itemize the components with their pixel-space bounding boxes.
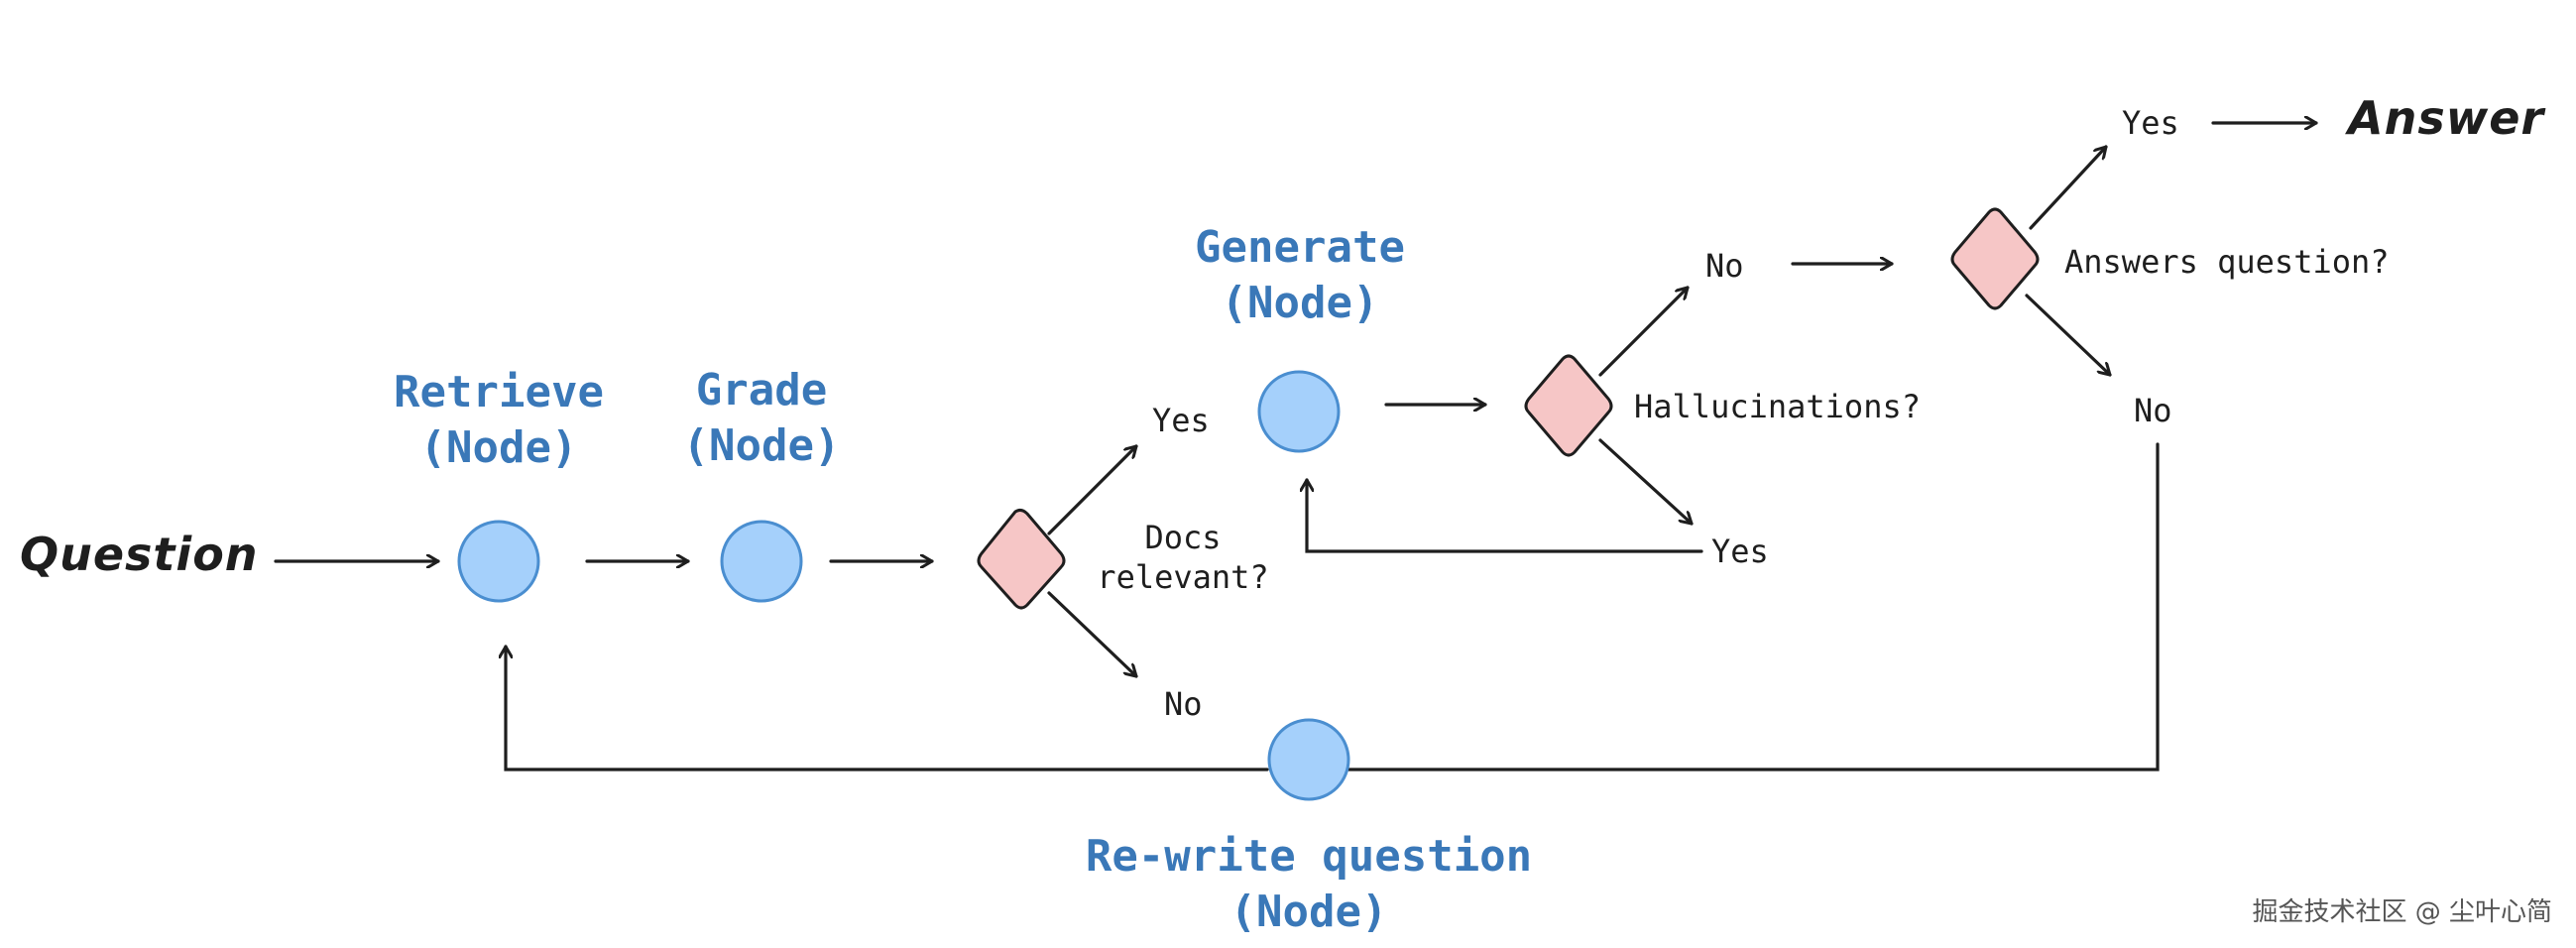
answers-question-yes-label: Yes [2122, 104, 2179, 142]
retrieve-node-circle[interactable] [457, 520, 540, 603]
hallucinations-yes-label: Yes [1711, 533, 1769, 570]
retrieve-node-label: Retrieve (Node) [370, 365, 628, 476]
arrow-hallucinations-no [1598, 286, 1690, 377]
hallucinations-question: Hallucinations? [1634, 388, 1921, 425]
answers-question-no-label: No [2134, 392, 2172, 429]
arrow-answers-question-yes [2029, 145, 2108, 230]
docs-relevant-no-label: No [1164, 685, 1203, 723]
grade-node-title: Grade [695, 365, 828, 415]
docs-relevant-yes-label: Yes [1152, 402, 1210, 439]
grade-node-circle[interactable] [720, 520, 803, 603]
generate-node-label: Generate (Node) [1156, 220, 1444, 331]
docs-relevant-question: Docs relevant? [1089, 518, 1277, 597]
grade-node-subtitle: (Node) [682, 420, 841, 471]
retrieve-node-subtitle: (Node) [419, 422, 578, 473]
docs-relevant-question-line2: relevant? [1097, 558, 1269, 596]
arrow-docs-relevant-no [1047, 591, 1138, 678]
docs-relevant-decision-diamond[interactable] [977, 508, 1066, 610]
answers-question-decision-diamond[interactable] [1950, 207, 2040, 310]
arrow-answers-question-no [2025, 294, 2112, 377]
rewrite-node-circle[interactable] [1267, 718, 1350, 801]
arrow-rewrite-to-retrieve [506, 645, 1269, 771]
hallucinations-decision-diamond[interactable] [1524, 354, 1613, 457]
generate-node-subtitle: (Node) [1221, 278, 1379, 328]
retrieve-node-title: Retrieve [394, 367, 604, 417]
generate-node-title: Generate [1195, 222, 1405, 273]
hallucinations-no-label: No [1705, 247, 1744, 285]
rewrite-node-title: Re-write question [1085, 831, 1533, 882]
grade-node-label: Grade (Node) [647, 363, 876, 474]
arrow-hallucinations-yes [1598, 438, 1694, 526]
answer-output-label: Answer [2348, 91, 2545, 145]
arrow-docs-relevant-yes [1047, 444, 1138, 535]
docs-relevant-question-line1: Docs [1144, 519, 1222, 556]
generate-node-circle[interactable] [1257, 370, 1341, 453]
rewrite-node-label: Re-write question (Node) [1051, 829, 1567, 940]
line-answers-no-to-rewrite [1347, 442, 2160, 771]
question-input-label: Question [20, 528, 259, 581]
answers-question-question: Answers question? [2064, 243, 2390, 281]
rewrite-node-subtitle: (Node) [1229, 887, 1388, 937]
watermark: 掘金技术社区 @ 尘叶心简 [2252, 897, 2552, 927]
arrow-hallucinations-yes-to-generate [1307, 478, 1703, 553]
